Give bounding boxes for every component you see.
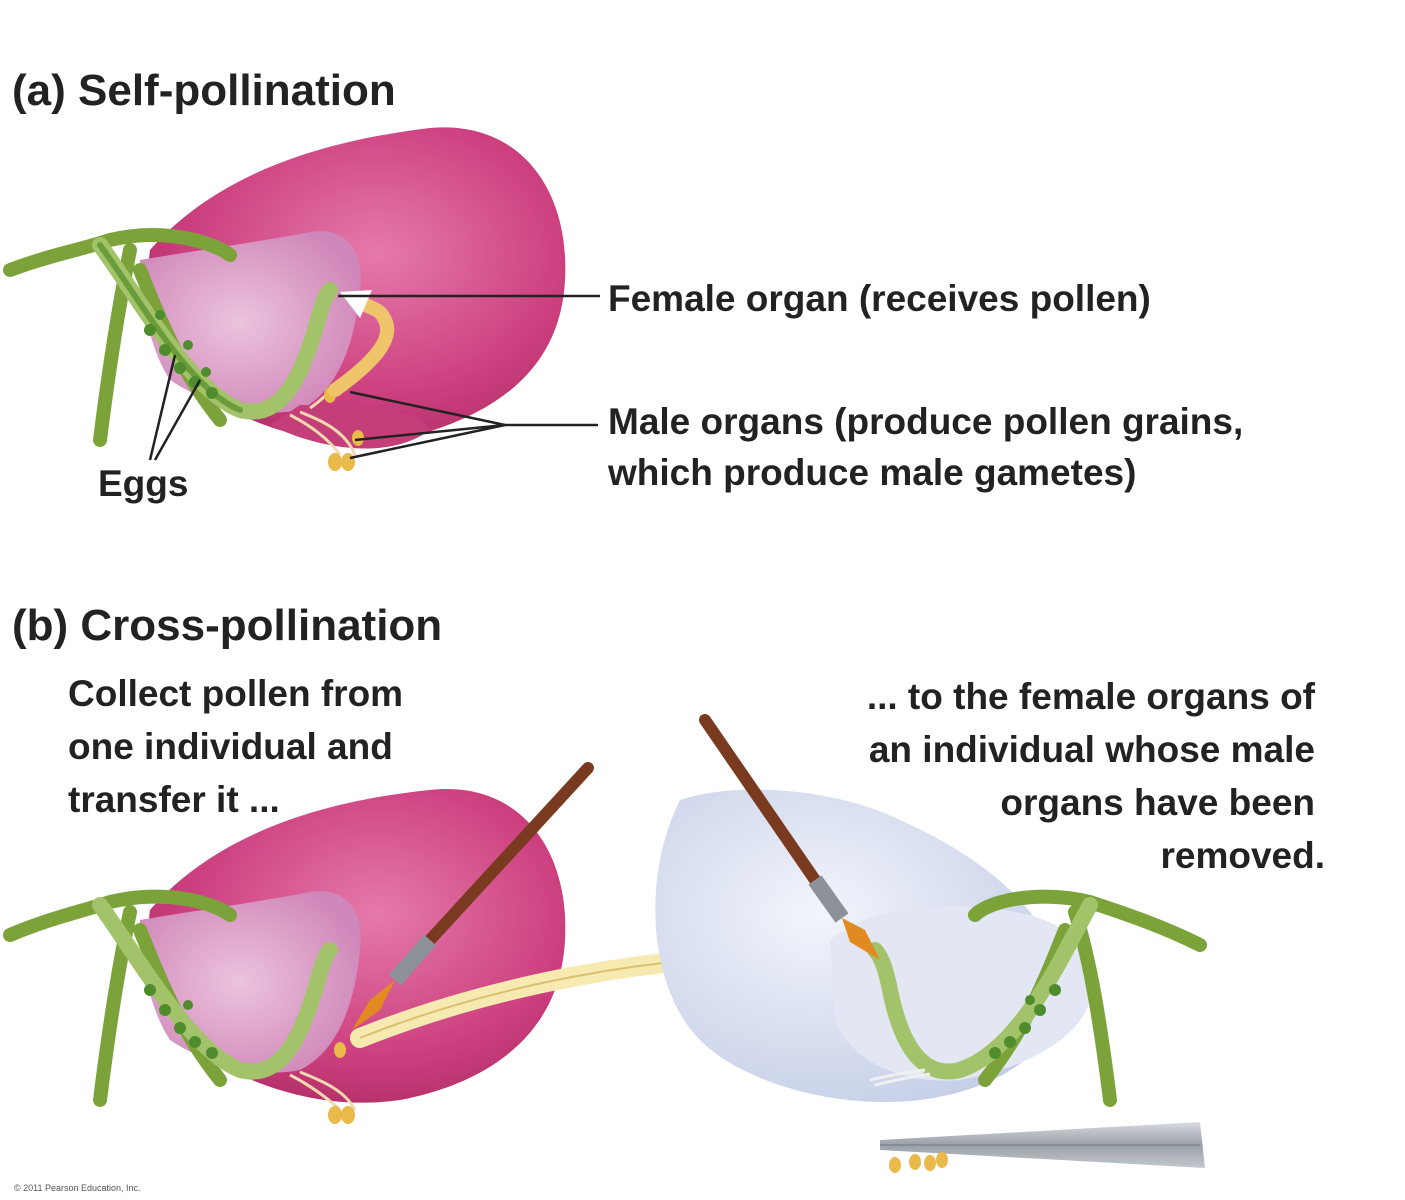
- female-organ-label: Female organ (receives pollen): [608, 278, 1151, 319]
- caption-right-line-3: organs have been: [1000, 782, 1315, 823]
- flower-b-right-pistil: [867, 897, 1098, 1080]
- panel-a-leader-lines: [148, 294, 600, 461]
- flower-b-right-cut-stamens: [869, 1068, 931, 1087]
- flower-b-left-stem: [3, 889, 237, 1107]
- caption-left-line-3: transfer it ...: [68, 779, 280, 820]
- caption-left-line-1: Collect pollen from: [68, 673, 404, 714]
- caption-right-line-4: removed.: [1160, 835, 1325, 876]
- caption-right-line-1: ... to the female organs of: [866, 676, 1315, 717]
- panel-b-title: (b) Cross-pollination: [12, 601, 443, 650]
- flower-b-left-pistil: [92, 897, 338, 1080]
- removed-anthers: [889, 1152, 948, 1173]
- eggs-label: Eggs: [98, 463, 189, 504]
- flower-b-right-stem: [968, 889, 1207, 1107]
- male-organs-label-line-2: which produce male gametes): [608, 452, 1137, 493]
- self-pollination-flower: [3, 127, 566, 471]
- copyright-notice: © 2011 Pearson Education, Inc.: [14, 1183, 141, 1193]
- flower-b-left-anthers: [328, 1042, 355, 1124]
- caption-left-line-2: one individual and: [68, 726, 393, 767]
- male-organs-label-line-1: Male organs (produce pollen grains,: [608, 401, 1244, 442]
- paintbrush-left: [352, 762, 594, 1030]
- panel-a-title: (a) Self-pollination: [12, 66, 396, 115]
- paintbrush-right: [699, 714, 880, 960]
- flower-a-eggs: [144, 310, 218, 399]
- self-pollination-arrow: [328, 293, 395, 397]
- flower-b-left-eggs: [144, 984, 218, 1059]
- caption-right-line-2: an individual whose male: [868, 729, 1315, 770]
- flower-a-stem: [3, 228, 237, 447]
- cross-pollination-recipient-flower: [655, 714, 1207, 1173]
- flower-b-left-keel: [140, 891, 361, 1073]
- tweezers: [880, 1122, 1205, 1173]
- flower-a-pistil-core: [97, 242, 243, 413]
- flower-a-keel: [140, 231, 361, 413]
- cross-pollination-donor-flower: [3, 762, 594, 1124]
- flower-b-right-eggs: [989, 984, 1061, 1059]
- flower-b-right-keel: [830, 905, 1093, 1081]
